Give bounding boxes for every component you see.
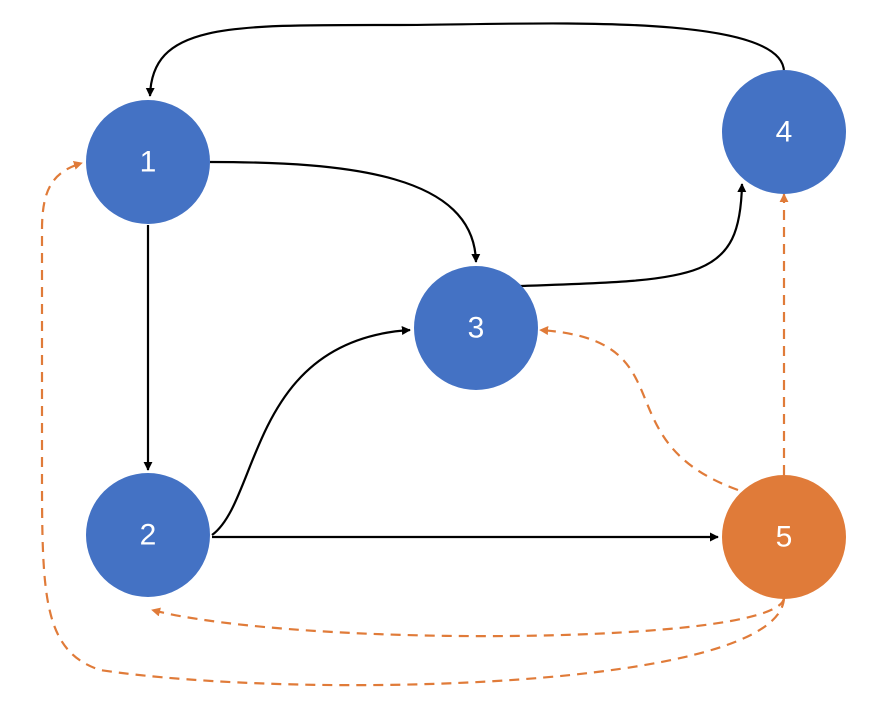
edge-5-to-2 [151, 597, 786, 638]
node-1-label: 1 [140, 146, 157, 179]
node-2-label: 2 [140, 519, 157, 552]
edge-3-to-4 [519, 183, 747, 288]
edge-2-to-3 [211, 326, 411, 536]
node-5-label: 5 [776, 521, 793, 554]
node-2[interactable]: 2 [86, 473, 210, 597]
node-4[interactable]: 4 [722, 70, 846, 194]
node-4-label: 4 [776, 116, 793, 149]
node-1[interactable]: 1 [86, 100, 210, 224]
edge-5-to-1 [40, 161, 786, 687]
node-3-label: 3 [468, 312, 485, 345]
node-3[interactable]: 3 [414, 266, 538, 390]
node-5[interactable]: 5 [722, 475, 846, 599]
edge-1-to-3 [209, 160, 481, 263]
edge-5-to-3 [539, 326, 739, 492]
edge-4-to-1 [145, 22, 786, 97]
